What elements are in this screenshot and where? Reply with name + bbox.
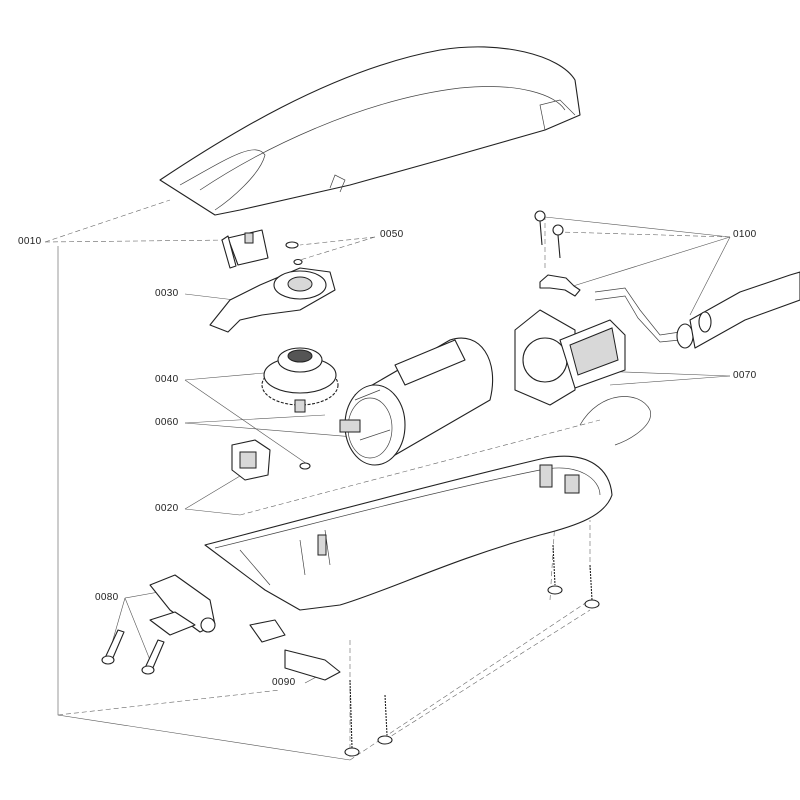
switch-plate-0010 [221,229,269,269]
label-0100: 0100 [733,229,757,240]
switch-module-0070 [514,309,626,406]
bottom-housing-0020 [204,455,613,611]
leader-lines [44,199,731,761]
label-0070: 0070 [733,370,757,381]
label-0090: 0090 [272,677,296,688]
wire-loop [579,396,651,446]
block-0020 [231,439,271,481]
contacts-0080 [101,574,216,675]
label-0080: 0080 [95,592,119,603]
slider-0090 [249,619,341,681]
label-0010: 0010 [18,236,42,247]
top-housing-0010 [159,46,581,216]
label-0050: 0050 [380,229,404,240]
label-0040: 0040 [155,374,179,385]
label-0060: 0060 [155,417,179,428]
lever-0030 [209,267,336,333]
label-0020: 0020 [155,503,179,514]
gear-0040 [261,347,339,413]
housing-screws [344,544,600,757]
label-0030: 0030 [155,288,179,299]
washers-0050 [285,241,303,266]
cord-assembly-0100 [534,210,800,349]
motor-0060 [299,337,494,470]
